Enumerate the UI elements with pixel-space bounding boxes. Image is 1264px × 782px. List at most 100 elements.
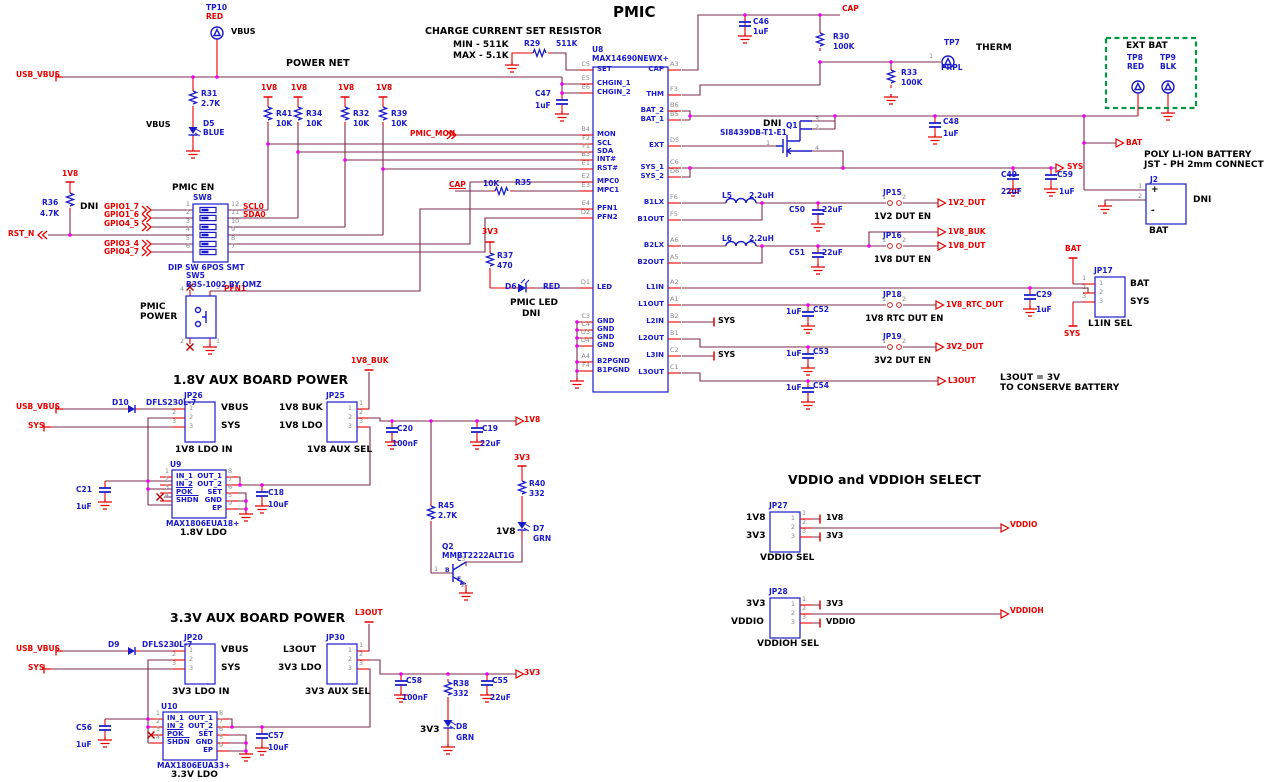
jp26-cap: 1V8 LDO IN [175,445,233,455]
u8-pin-THM: THM [646,90,664,98]
u8-pin-num-F3: F3 [670,85,678,93]
gpio4-5: GPIO4_5 [104,219,140,228]
JP15-pin-1: 1 [882,193,887,201]
tp9-color: BLK [1160,62,1177,71]
l3out-note-2: TO CONSERVE BATTERY [1000,383,1120,393]
U9-pin-8: 8 [228,467,233,475]
q1-pin3: 3 [815,115,820,123]
JP17-outer-2: 2 [1082,283,1087,291]
u8-pin-num-B3: B3 [581,150,590,158]
sw8-pin-4: 4 [185,225,190,233]
U9-OUT_2: OUT_2 [197,480,222,488]
j2-ref: J2 [1150,175,1159,184]
pmic-led-2: DNI [522,309,541,319]
u8-pin-num-D3: D3 [580,328,590,336]
JP20-inner-2: 2 [189,655,194,663]
arrow-3v2-dut: 3V2_DUT [946,342,984,351]
r45-ref: R45 [438,501,455,510]
power-net-label: POWER NET [286,58,350,69]
jp28-stub-vddio: VDDIO [826,617,856,626]
gpio4-7: GPIO4_7 [104,247,140,256]
c56-ref: C56 [76,723,92,732]
r38-val: 332 [453,689,469,698]
l5-val: 2.2uH [749,191,774,200]
c58-ref: C58 [406,676,422,685]
JP18-ref: JP18 [883,290,902,299]
u8-pin-CAP: CAP [648,65,664,73]
u8-pin-num-F6: F6 [670,193,678,201]
U9-SHDN: SHDN [176,496,199,504]
r35-val: 10K [483,179,500,188]
jp25-ldo: 1V8 LDO [279,421,323,431]
u8-pin-RST#: RST# [597,164,619,172]
jp20-cap: 3V3 LDO IN [172,687,230,697]
tp10-color: RED [206,12,224,21]
sw5-type: B3S-1002 BY OMZ [186,280,262,289]
c48-ref: C48 [943,117,959,126]
JP30-outer-1: 1 [359,641,364,649]
JP28-outer-2: 2 [802,604,807,612]
r39-val: 10K [391,119,408,128]
U9-pin-5: 5 [228,491,233,499]
jp17-cap: L1IN SEL [1088,319,1133,329]
u8-pin-num-A3: A3 [670,60,679,68]
q2-pin1: 1 [434,565,439,573]
d9-ref: D9 [108,640,120,649]
charge-max: MAX - 5.1K [453,51,509,61]
j2-dni: DNI [1193,195,1212,205]
r36-ref: R36 [42,198,59,207]
vbus-tp-label: VBUS [231,27,256,36]
JP26-inner-1: 1 [189,404,194,412]
pfn1-label: PFN1 [224,284,247,293]
d10-part: DFLS230L-7 [146,398,197,407]
u8-pin-num-C6: C6 [670,158,679,166]
rst-n-label: RST_N [8,229,35,238]
JP17-outer-1: 1 [1082,274,1087,282]
sw8-pin-6: 6 [185,242,190,250]
l6-val: 2.2uH [749,234,774,243]
JP17-outer-3: 3 [1082,292,1087,300]
JP19-ref: JP19 [883,332,902,341]
u8-pin-num-A5: A5 [670,253,679,261]
u8-pin-num-F5: F5 [670,210,678,218]
U9-OUT_1: OUT_1 [197,472,222,480]
pmic-led-1: PMIC LED [510,298,558,308]
JP27-outer-2: 2 [802,518,807,526]
U10-part: MAX1806EUA33+ [157,761,231,770]
u8-pin-B2LX: B2LX [643,241,664,249]
jp27-stub-3v3: 3V3 [826,531,844,540]
u8-pin-num-C2: C2 [670,346,679,354]
JP28-box [769,597,801,639]
q2-c: C [457,556,462,563]
U10-pin-8: 8 [219,709,224,717]
net-3v3-r40: 3V3 [514,453,531,462]
JP30-outer-2: 2 [359,650,364,658]
sw8-pin-10: 10 [231,217,240,225]
JP20-inner-1: 1 [189,646,194,654]
jp30-l3out: L3OUT [283,645,317,655]
JP30-outer-3: 3 [359,659,364,667]
u8-pin-num-A1: A1 [670,295,679,303]
arrow-1v8-dut: 1V8_DUT [948,241,986,250]
u8-pin-num-A2: A2 [670,278,679,286]
u8-pin-num-D2: D2 [580,208,590,216]
bat-arrow-label: BAT [1126,138,1143,147]
jp28-vddio: VDDIO [731,617,764,627]
q1-pin2: 2 [815,123,820,131]
JP16-pin-1: 1 [882,236,887,244]
c51-val: 22uF [822,248,843,257]
U10-pin-9: 9 [219,741,224,749]
u8-pin-SCL: SCL [597,139,612,147]
c54-ref: C54 [813,381,829,390]
u8-pin-BAT_2: BAT_2 [640,106,664,114]
U10-pin-3: 3 [155,725,160,733]
q2-pin3: 3 [461,555,466,563]
jp26-vbus: VBUS [221,403,249,413]
jp27-stub-1v8: 1V8 [826,513,844,522]
JP16-pin-2: 2 [902,236,907,244]
JP25-ref: JP25 [326,391,345,400]
c46-val: 1uF [753,27,769,36]
r38-ref: R38 [453,679,470,688]
c19-val: 22uF [480,439,501,448]
u8-pin-B1OUT: B1OUT [637,215,664,223]
